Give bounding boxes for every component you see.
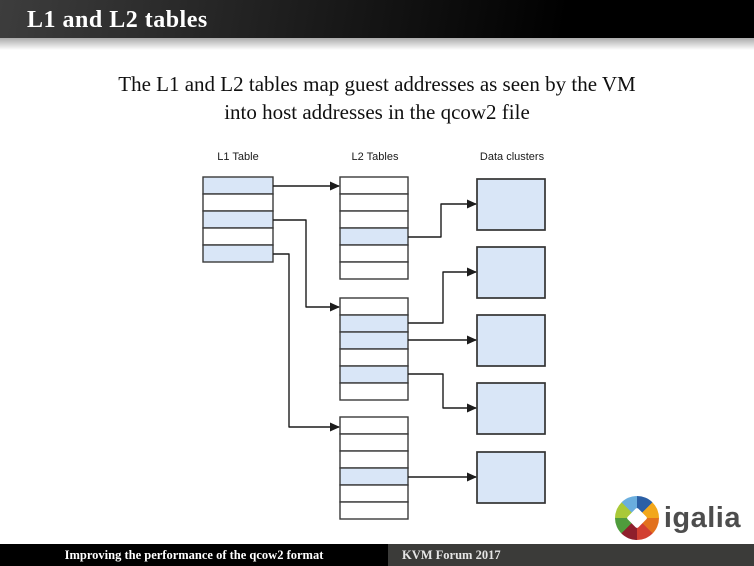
igalia-logo-diamond-icon xyxy=(626,507,648,529)
label-l2-tables: L2 Tables xyxy=(351,151,399,163)
l1-table-row-1 xyxy=(202,176,274,195)
igalia-logo-text: igalia xyxy=(663,501,741,534)
data-cluster-1 xyxy=(476,178,546,231)
l2-table-1-row-1 xyxy=(339,176,409,195)
connector-arrow-3 xyxy=(273,253,340,432)
l2-table-2-row-1 xyxy=(339,297,409,316)
l2-table-3-row-3 xyxy=(339,450,409,469)
l2-table-3-row-6 xyxy=(339,501,409,520)
data-cluster-5 xyxy=(476,451,546,504)
data-cluster-3 xyxy=(476,314,546,367)
l2-table-1-row-2 xyxy=(339,193,409,212)
title-bar: L1 and L2 tables xyxy=(0,0,754,38)
footer: Improving the performance of the qcow2 f… xyxy=(0,544,754,566)
l2-table-2-row-4 xyxy=(339,348,409,367)
connector-arrow-2 xyxy=(273,219,340,312)
subtitle-line-1: The L1 and L2 tables map guest addresses… xyxy=(118,72,636,96)
l1-table-row-3 xyxy=(202,210,274,229)
label-l1-table: L1 Table xyxy=(217,151,259,163)
connector-arrow-7 xyxy=(408,373,477,413)
l2-table-3-row-1 xyxy=(339,416,409,435)
l2-table-1-row-4 xyxy=(339,227,409,246)
l1-table-row-4 xyxy=(202,227,274,246)
footer-conference-name: KVM Forum 2017 xyxy=(388,544,754,566)
l2-table-1-row-6 xyxy=(339,261,409,280)
l2-table-2-row-3 xyxy=(339,331,409,350)
connector-arrow-4 xyxy=(408,199,477,238)
l2-table-1-row-3 xyxy=(339,210,409,229)
igalia-logo-mark xyxy=(614,496,659,540)
footer-presentation-title: Improving the performance of the qcow2 f… xyxy=(0,544,388,566)
l2-table-2-row-5 xyxy=(339,365,409,384)
l2-table-3-row-4 xyxy=(339,467,409,486)
l2-table-3-row-2 xyxy=(339,433,409,452)
l2-table-2-row-6 xyxy=(339,382,409,401)
l1-table-row-2 xyxy=(202,193,274,212)
l2-table-1-row-5 xyxy=(339,244,409,263)
igalia-logo: igalia xyxy=(614,496,741,540)
title-bar-shadow xyxy=(0,38,754,50)
data-cluster-4 xyxy=(476,382,546,435)
connector-arrow-5 xyxy=(408,267,477,324)
label-data-clusters: Data clusters xyxy=(479,151,545,163)
data-cluster-2 xyxy=(476,246,546,299)
subtitle: The L1 and L2 tables map guest addresses… xyxy=(0,70,754,126)
l2-table-2-row-2 xyxy=(339,314,409,333)
subtitle-line-2: into host addresses in the qcow2 file xyxy=(224,100,530,124)
l1-table-row-5 xyxy=(202,244,274,263)
page-title: L1 and L2 tables xyxy=(27,7,208,33)
l2-table-3-row-5 xyxy=(339,484,409,503)
